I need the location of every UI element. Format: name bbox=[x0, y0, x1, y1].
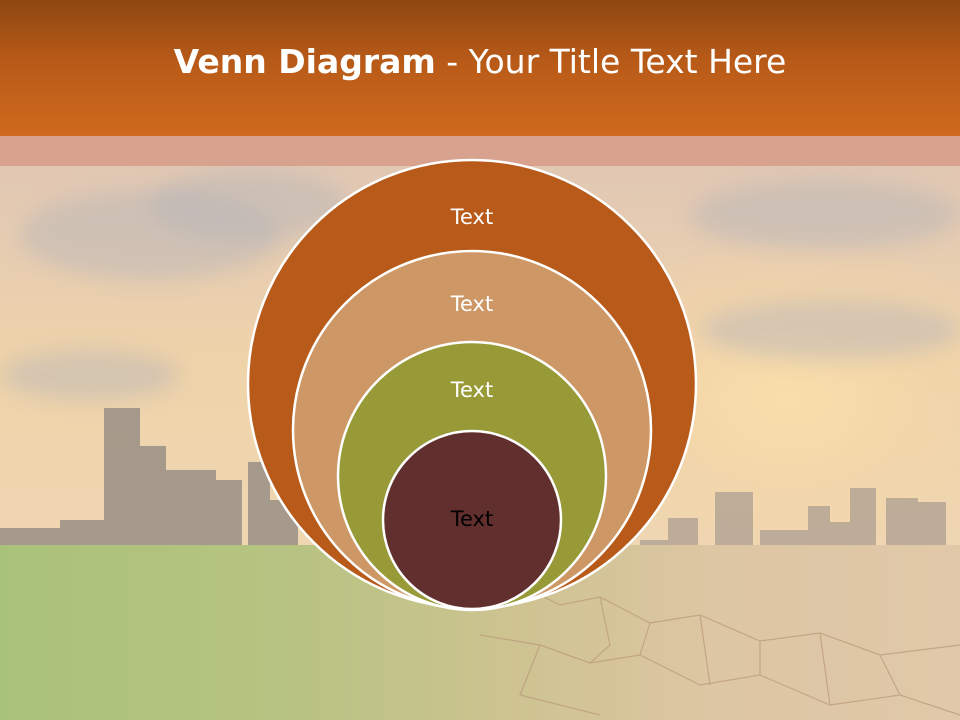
cloud bbox=[20, 190, 280, 280]
title-bar bbox=[0, 0, 960, 136]
cloud bbox=[690, 180, 960, 250]
cloud bbox=[0, 350, 180, 400]
title-bold: Venn Diagram bbox=[173, 42, 436, 81]
venn-label-inner: Text bbox=[450, 507, 493, 531]
title-rest: - Your Title Text Here bbox=[435, 42, 787, 81]
venn-label-outer: Text bbox=[450, 205, 493, 229]
venn-circle-inner bbox=[381, 429, 563, 611]
slide-title: Venn Diagram - Your Title Text Here bbox=[0, 40, 960, 84]
cloud bbox=[700, 300, 960, 360]
venn-label-third: Text bbox=[450, 378, 493, 402]
venn-label-second: Text bbox=[450, 292, 493, 316]
dry-ground-cracks bbox=[479, 584, 960, 716]
